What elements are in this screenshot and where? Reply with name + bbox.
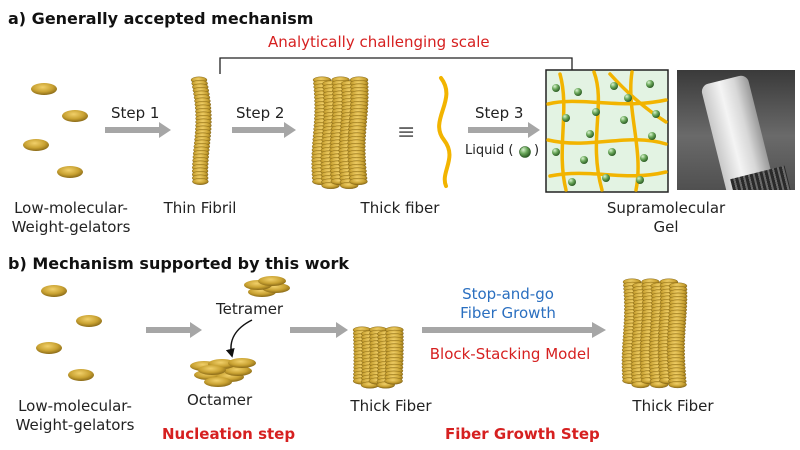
- fiber-growth-step-label: Fiber Growth Step: [445, 425, 600, 443]
- challenge-bracket: [219, 57, 573, 74]
- step2-label: Step 2: [236, 104, 285, 122]
- liquid-close: ): [534, 143, 540, 158]
- tetramer-label: Tetramer: [216, 300, 284, 318]
- thick-fiber-mid-label: Thick Fiber: [350, 397, 432, 415]
- block-stacking-label: Block-Stacking Model: [429, 345, 591, 363]
- arrow-step3: [468, 122, 540, 138]
- thin-fibril-label: Thin Fibril: [163, 199, 237, 217]
- liquid-ball-icon: [519, 146, 531, 158]
- thick-fiber-bundle-a: [311, 76, 369, 189]
- thin-fibril-shape: [190, 76, 212, 185]
- thick-fiber-block-b2: [621, 278, 688, 389]
- arrow-b1: [146, 322, 202, 338]
- gel-vial-photo: [677, 70, 795, 190]
- gel-label-line2: Gel: [653, 218, 679, 236]
- gel-label-line1: Supramolecular: [606, 199, 726, 217]
- liquid-label: Liquid (: [465, 143, 514, 158]
- section-a-heading: a) Generally accepted mechanism: [8, 9, 314, 28]
- tetramer-cluster: [244, 276, 290, 297]
- fiber-line-icon: [437, 76, 452, 188]
- stop-go-line1: Stop-and-go: [462, 285, 554, 303]
- thick-fiber-a-label: Thick fiber: [360, 199, 440, 217]
- gelators-a-line2: Weight-gelators: [11, 218, 131, 236]
- gelator-discs-a: [23, 83, 88, 178]
- challenge-label: Analytically challenging scale: [268, 33, 490, 51]
- stop-go-line2: Fiber Growth: [460, 304, 556, 322]
- tetramer-to-octamer-arrow: [225, 319, 253, 358]
- octamer-label: Octamer: [187, 391, 253, 409]
- gelator-discs-b: [36, 285, 102, 381]
- octamer-cluster: [190, 358, 256, 387]
- gelators-b-line2: Weight-gelators: [15, 416, 135, 434]
- nucleation-step-label: Nucleation step: [162, 425, 296, 443]
- thick-fiber-right-label: Thick Fiber: [632, 397, 714, 415]
- gelators-b-line1: Low-molecular-: [18, 397, 132, 415]
- arrow-step2: [232, 122, 296, 138]
- arrow-step1: [105, 122, 171, 138]
- equivalence-symbol: ≡: [397, 120, 416, 145]
- gelators-a-line1: Low-molecular-: [14, 199, 128, 217]
- thick-fiber-block-b1: [352, 326, 404, 389]
- section-b-heading: b) Mechanism supported by this work: [8, 254, 350, 273]
- gel-network-box: [545, 69, 669, 193]
- step3-label: Step 3: [475, 104, 524, 122]
- arrow-b2: [290, 322, 348, 338]
- step1-label: Step 1: [111, 104, 160, 122]
- arrow-b3: [422, 322, 606, 338]
